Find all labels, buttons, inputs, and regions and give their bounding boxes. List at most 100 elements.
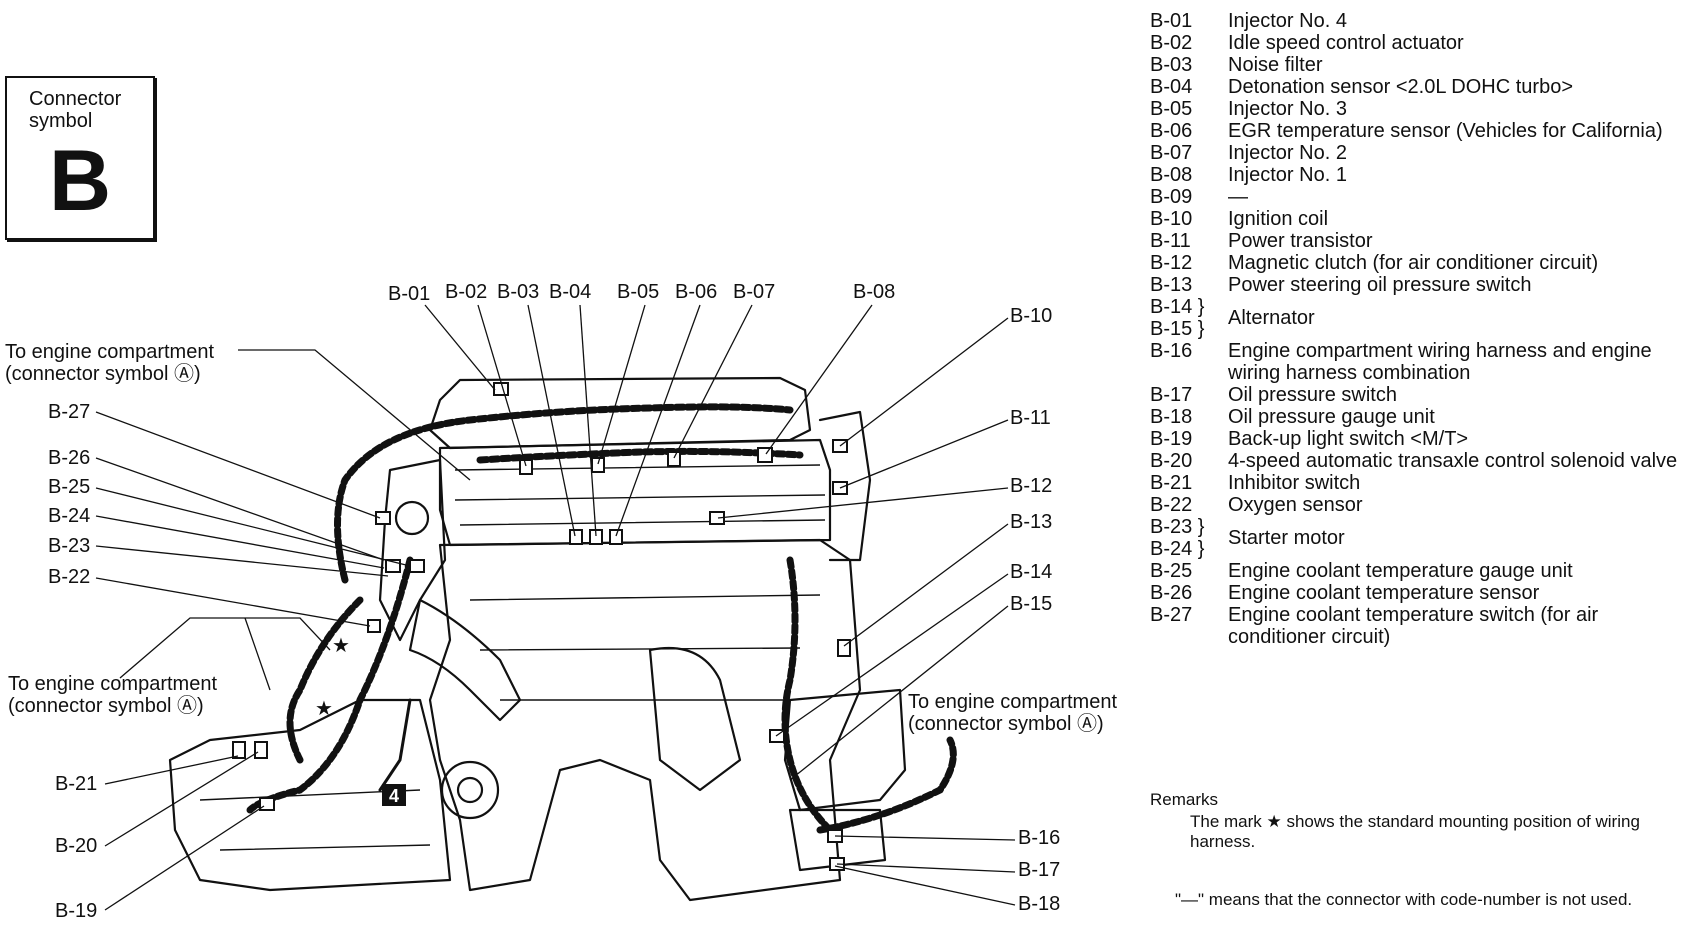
legend-description: Injector No. 4 [1228,10,1347,32]
legend-code: B-01 [1150,10,1193,32]
main-harness [334,403,794,584]
legend-description: Idle speed control actuator [1228,32,1464,54]
callout-b03: B-03 [497,281,539,303]
connector-symbol-caption: Connector symbol [29,88,122,132]
cam-housing [438,438,832,547]
legend-row: B-03 Noise filter [1150,54,1690,76]
legend-row: B-06 EGR temperature sensor (Vehicles for… [1150,120,1690,142]
legend-row: B-25 Engine coolant temperature gauge uni… [1150,560,1690,582]
transaxle [168,698,452,892]
tag-4-number: 4 [389,786,399,806]
legend-description: EGR temperature sensor (Vehicles for Cal… [1228,120,1663,142]
legend-code: B-25 [1150,560,1193,582]
legend-description: Oil pressure gauge unit [1228,406,1435,428]
legend-code: B-05 [1150,98,1193,120]
legend-description: Engine coolant temperature gauge unit [1228,560,1573,582]
legend-description: Engine coolant temperature sensor [1228,582,1540,604]
compartment-note-top: To engine compartment [5,341,214,363]
legend-row: B-14 } B-15 } Alternator [1150,296,1690,340]
compartment-note-right: To engine compartment [908,691,1117,713]
legend-code: B-21 [1150,472,1193,494]
legend-code: B-20 [1150,450,1193,472]
legend-code: B-14 } B-15 } [1150,296,1205,340]
top-callouts: B-01 B-02 B-03 B-04 B-05 B-06 B-07 B-08 [388,281,895,537]
remark-dash-note: "—" means that the connector with code-n… [1175,890,1633,909]
remarks-title: Remarks [1150,790,1219,809]
legend-description: Noise filter [1228,54,1323,76]
connector-symbol-box: Connector symbol B [5,76,155,240]
callout-b21: B-21 [55,773,97,795]
callout-b07: B-07 [733,281,775,303]
connector-symbol-letter: B [48,133,112,229]
callout-b25: B-25 [48,476,90,498]
oil-pan-right [783,688,907,812]
legend-description: Engine coolant temperature switch (for a… [1228,604,1599,648]
engine-drawing: ★ ★ 4 [168,376,957,902]
legend-code: B-06 [1150,120,1193,142]
tag-4-box [382,784,406,806]
callout-b04: B-04 [549,281,591,303]
legend-row: B-23 } B-24 } Starter motor [1150,516,1690,560]
legend-code: B-03 [1150,54,1193,76]
left-callouts: B-27 B-26 B-25 B-24 B-23 B-22 B-21 B-20 … [48,401,411,922]
callout-b19: B-19 [55,900,97,922]
mounting-star-icon: ★ [315,698,333,720]
legend-code: B-13 [1150,274,1193,296]
legend-code: B-23 } B-24 } [1150,516,1205,560]
alternator-bracket [818,410,872,562]
legend-description: Injector No. 2 [1228,142,1347,164]
legend-description: Power transistor [1228,230,1373,252]
legend-code: B-16 [1150,340,1193,362]
legend-code: B-18 [1150,406,1193,428]
legend-description: Starter motor [1228,527,1345,549]
callout-b26: B-26 [48,447,90,469]
engine-block [428,538,862,902]
remarks: Remarks The mark ★ shows the standard mo… [1150,790,1690,910]
right-callouts: B-10 B-11 B-12 B-13 B-14 B-15 B-16 B-17 … [717,305,1060,915]
remark-star-note: The mark ★ shows the standard mounting p… [1190,812,1640,851]
legend-description: Engine compartment wiring harness and en… [1228,340,1652,384]
legend-description: Alternator [1228,307,1315,329]
legend-description: Back-up light switch <M/T> [1228,428,1469,450]
legend-row: B-20 4-speed automatic transaxle control … [1150,450,1690,472]
legend-description: Power steering oil pressure switch [1228,274,1532,296]
callout-b15: B-15 [1010,593,1052,615]
callout-b11: B-11 [1010,407,1051,429]
callout-b10: B-10 [1010,305,1052,327]
legend-row: B-27 Engine coolant temperature switch (f… [1150,604,1690,648]
callout-b13: B-13 [1010,511,1052,533]
callout-b18: B-18 [1018,893,1060,915]
legend-code: B-27 [1150,604,1193,626]
legend-code: B-11 [1150,230,1191,252]
legend-code: B-09 [1150,186,1193,208]
legend-code: B-22 [1150,494,1193,516]
callout-b20: B-20 [55,835,97,857]
legend-row: B-18 Oil pressure gauge unit [1150,406,1690,428]
legend-code: B-17 [1150,384,1193,406]
legend-description: 4-speed automatic transaxle control sole… [1228,450,1678,472]
callout-b06: B-06 [675,281,717,303]
callout-b14: B-14 [1010,561,1052,583]
compartment-symbol-top: (connector symbol Ⓐ) [5,362,201,385]
legend-code: B-19 [1150,428,1193,450]
legend-description: Ignition coil [1228,208,1329,230]
valve-cover [428,376,812,450]
mounting-star-icon: ★ [332,635,350,657]
compartment-symbol-right: (connector symbol Ⓐ) [908,712,1104,735]
legend-description: Inhibitor switch [1228,472,1361,494]
callout-b08: B-08 [853,281,895,303]
intake-body [378,458,447,642]
legend-code: B-26 [1150,582,1193,604]
callout-b05: B-05 [617,281,659,303]
legend-code: B-08 [1150,164,1193,186]
